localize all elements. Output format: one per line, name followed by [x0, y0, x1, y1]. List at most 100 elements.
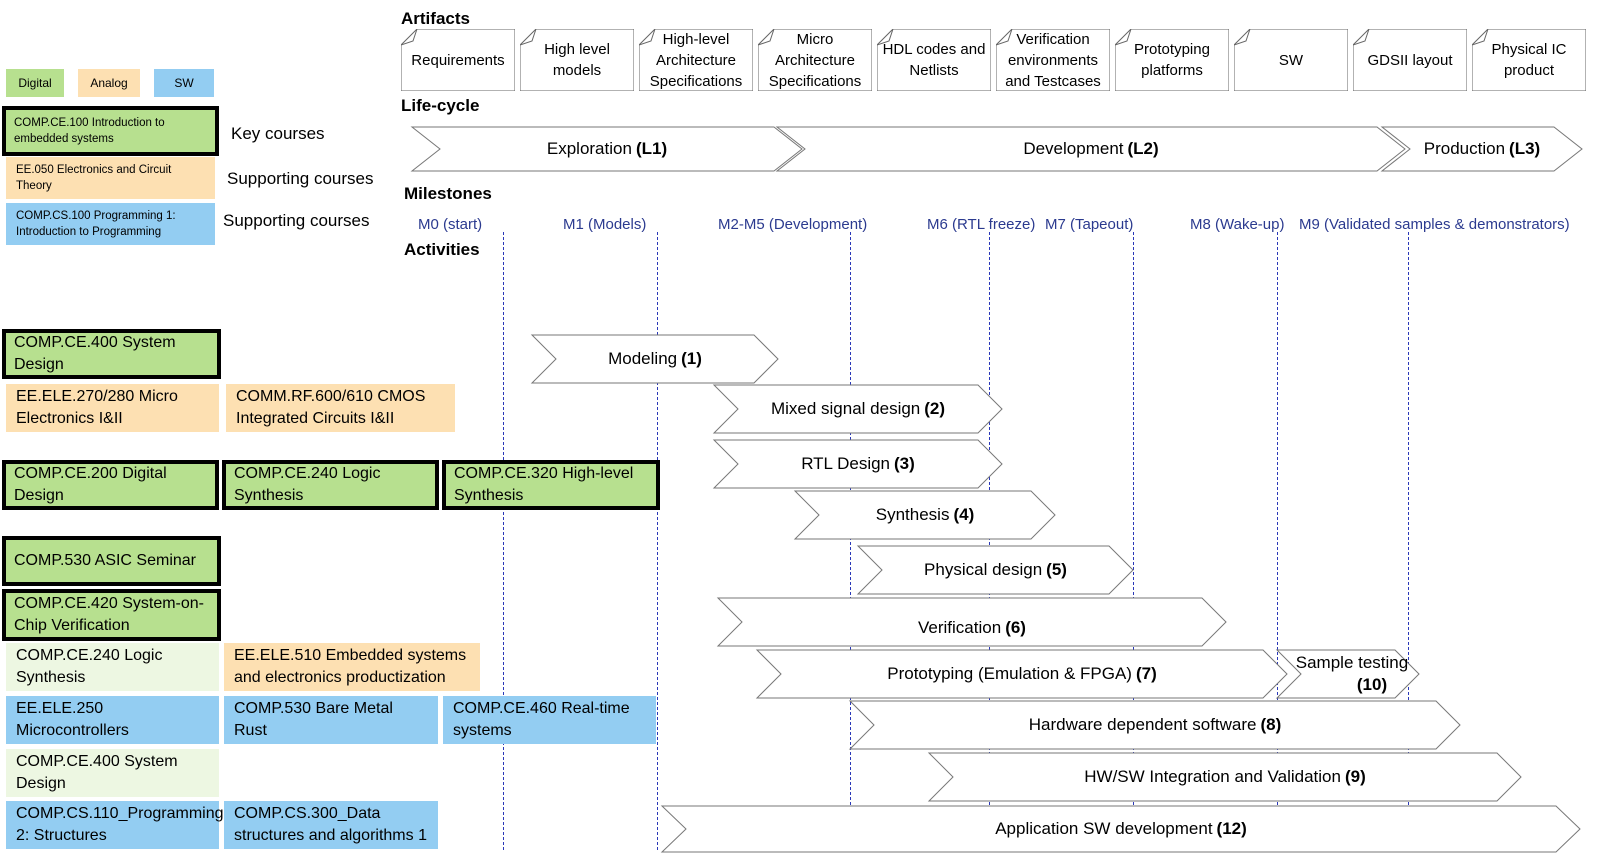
activity-sample-testing: Sample testing (10): [1275, 649, 1420, 699]
artifact-label: Micro Architecture Specifications: [768, 30, 862, 90]
artifact-box: High level models: [520, 29, 634, 91]
artifact-box: High-level Architecture Specifications: [639, 29, 753, 91]
course-programming-2: COMP.CS.110_Programming 2: Structures: [6, 801, 224, 849]
milestones-heading: Milestones: [404, 184, 492, 203]
artifact-box: HDL codes and Netlists: [877, 29, 991, 91]
activity-prototyping-num: (7): [1135, 664, 1157, 683]
course-micro-electronics: EE.ELE.270/280 Micro Electronics I&II: [6, 384, 219, 432]
activity-mixed-signal-label: Mixed signal design: [770, 399, 921, 418]
activity-mixed-signal-design: Mixed signal design(2): [712, 384, 1003, 434]
artifact-box: Verification environments and Testcases: [996, 29, 1110, 91]
activity-hdsw-label: Hardware dependent software: [1028, 715, 1257, 734]
activity-hw-sw-integration: HW/SW Integration and Validation(9): [927, 752, 1522, 802]
lifecycle-exploration-label: Exploration: [546, 139, 632, 158]
activity-integration-num: (9): [1344, 767, 1366, 786]
artifact-label: SW: [1278, 51, 1304, 69]
legend-supporting-caption-1: Supporting courses: [227, 169, 374, 188]
artifact-box: Micro Architecture Specifications: [758, 29, 872, 91]
legend-sw: SW: [154, 69, 214, 97]
lifecycle-production: Production(L3): [1380, 126, 1583, 172]
activity-physical-design: Physical design(5): [856, 545, 1134, 595]
activity-verification-label: Verification: [918, 618, 1002, 637]
activity-synthesis-label: Synthesis: [875, 505, 950, 524]
activity-verification-num: (6): [1005, 618, 1026, 637]
activities-heading: Activities: [404, 240, 480, 259]
activity-application-label: Application SW development: [995, 819, 1213, 838]
course-asic-seminar: COMP.530 ASIC Seminar: [2, 536, 221, 586]
artifact-box: Physical IC product: [1472, 29, 1586, 91]
course-soc-verification: COMP.CE.420 System-on-Chip Verification: [2, 589, 221, 641]
legend-digital: Digital: [6, 69, 64, 97]
milestone-line-m1: [657, 232, 658, 850]
artifact-label: Verification environments and Testcases: [1005, 30, 1101, 90]
legend-supporting-sw: COMP.CS.100 Programming 1: Introduction …: [6, 203, 215, 245]
milestone-m1: M1 (Models): [563, 216, 647, 233]
activity-rtl-num: (3): [894, 454, 915, 473]
artifacts-heading: Artifacts: [401, 9, 470, 28]
artifact-label: High-level Architecture Specifications: [649, 30, 743, 90]
course-high-level-synthesis: COMP.CE.320 High-level Synthesis: [442, 460, 660, 510]
legend-key-caption: Key courses: [231, 124, 325, 143]
artifact-box: SW: [1234, 29, 1348, 91]
activity-hw-dependent-sw: Hardware dependent software(8): [848, 700, 1461, 750]
milestone-m8: M8 (Wake-up): [1190, 216, 1285, 233]
lifecycle-development: Development(L2): [775, 126, 1406, 172]
activity-synthesis: Synthesis(4): [793, 490, 1056, 540]
milestone-m7: M7 (Tapeout): [1045, 216, 1134, 233]
artifact-label: Requirements: [411, 51, 505, 69]
activity-synthesis-num: (4): [953, 505, 975, 524]
lifecycle-exploration-code: (L1): [635, 139, 668, 158]
course-data-structures: COMP.CS.300_Data structures and algorith…: [224, 801, 438, 849]
lifecycle-production-label: Production: [1423, 139, 1506, 158]
legend-supporting-caption-2: Supporting courses: [223, 211, 370, 230]
activity-prototyping: Prototyping (Emulation & FPGA)(7): [755, 649, 1288, 699]
lifecycle-development-code: (L2): [1127, 139, 1159, 158]
activity-application-sw: Application SW development(12): [660, 805, 1581, 853]
lifecycle-development-label: Development: [1023, 139, 1124, 158]
artifact-box: Requirements: [401, 29, 515, 91]
course-real-time-systems: COMP.CE.460 Real-time systems: [443, 696, 656, 744]
lifecycle-heading: Life-cycle: [401, 96, 480, 115]
milestone-line-m0: [503, 232, 504, 850]
artifact-label: HDL codes and Netlists: [882, 41, 986, 79]
milestone-m9: M9 (Validated samples & demonstrators): [1299, 216, 1570, 233]
artifact-box: Prototyping platforms: [1115, 29, 1229, 91]
milestone-m2-m5: M2-M5 (Development): [718, 216, 868, 233]
activity-rtl-label: RTL Design: [801, 454, 891, 473]
activity-physical-label: Physical design: [924, 560, 1043, 579]
milestone-m0: M0 (start): [418, 216, 483, 233]
lifecycle-production-code: (L3): [1509, 139, 1541, 158]
artifact-label: GDSII layout: [1367, 51, 1453, 69]
activity-hdsw-num: (8): [1260, 715, 1282, 734]
milestone-m6: M6 (RTL freeze): [927, 216, 1036, 233]
course-bare-metal-rust: COMP.530 Bare Metal Rust: [224, 696, 438, 744]
milestone-line-m9: [1408, 232, 1409, 850]
milestone-line-m2-m5: [850, 232, 851, 850]
milestone-line-m6: [989, 232, 990, 850]
legend-key-course: COMP.CE.100 Introduction to embedded sys…: [2, 106, 219, 156]
activity-prototyping-label: Prototyping (Emulation & FPGA): [887, 664, 1132, 683]
course-logic-synthesis-key: COMP.CE.240 Logic Synthesis: [222, 460, 439, 510]
activity-verification: Verification(6): [716, 597, 1227, 647]
activity-mixed-signal-num: (2): [924, 399, 946, 418]
artifact-label: High level models: [544, 41, 610, 79]
activity-sample-testing-label: Sample testing: [1295, 653, 1409, 672]
lifecycle-exploration: Exploration(L1): [410, 126, 803, 172]
activity-modeling-num: (1): [681, 349, 702, 368]
course-system-design-support: COMP.CE.400 System Design: [6, 749, 219, 797]
activity-application-num: (12): [1216, 819, 1247, 838]
course-embedded-productization: EE.ELE.510 Embedded systems and electron…: [224, 643, 480, 691]
activity-rtl-design: RTL Design(3): [712, 439, 1003, 489]
milestone-line-m8: [1277, 232, 1278, 850]
artifact-label: Prototyping platforms: [1134, 41, 1210, 79]
activity-modeling-label: Modeling: [608, 349, 678, 368]
course-logic-synthesis-support: COMP.CE.240 Logic Synthesis: [6, 643, 219, 691]
activity-physical-num: (5): [1046, 560, 1067, 579]
course-cmos-ic: COMM.RF.600/610 CMOS Integrated Circuits…: [226, 384, 455, 432]
legend-analog: Analog: [78, 69, 140, 97]
course-system-design-key: COMP.CE.400 System Design: [2, 329, 221, 379]
legend-supporting-analog: EE.050 Electronics and Circuit Theory: [6, 157, 215, 199]
activity-sample-testing-num: (10): [1356, 675, 1388, 694]
course-digital-design: COMP.CE.200 Digital Design: [2, 460, 219, 510]
milestone-line-m7: [1133, 232, 1134, 850]
